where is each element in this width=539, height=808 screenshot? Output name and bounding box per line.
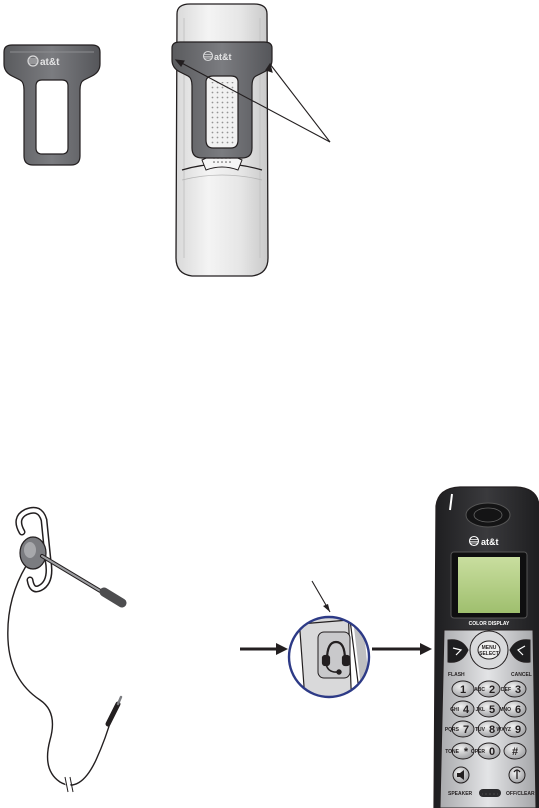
- keypad-key-body[interactable]: [451, 680, 475, 698]
- keypad-key-letters: PQRS: [445, 727, 460, 733]
- keypad-key-9[interactable]: WXYZ 9: [497, 720, 527, 738]
- keypad-key-pound[interactable]: #: [503, 742, 527, 760]
- back-vent: [213, 155, 231, 164]
- phone-back: at&t: [171, 3, 273, 277]
- keypad-key-digit: #: [512, 746, 518, 758]
- keypad-key-letters: TUV: [475, 727, 486, 733]
- arrow-jack-to-handset: [372, 643, 432, 655]
- keypad-key-letters: JKL: [476, 707, 485, 713]
- handset-brand-text: at&t: [481, 537, 499, 547]
- keypad-key-body[interactable]: [477, 680, 501, 698]
- keypad-key-digit: *: [464, 746, 469, 758]
- clip-notch-pointers: [174, 59, 331, 143]
- keypad-key-body[interactable]: [451, 742, 475, 760]
- color-display-label: COLOR DISPLAY: [469, 621, 510, 627]
- speaker-label: SPEAKER: [448, 791, 473, 797]
- keypad-key-digit: 3: [515, 684, 521, 696]
- end-button[interactable]: [509, 639, 531, 663]
- offclear-label: OFF/CLEAR: [506, 791, 535, 797]
- keypad-key-digit: 0: [489, 746, 495, 758]
- headset-plug: [105, 701, 121, 727]
- clip-logo: at&t: [27, 55, 60, 68]
- keypad-key-digit: 9: [515, 724, 521, 736]
- keypad-key-body[interactable]: [503, 720, 527, 738]
- arrow-headset-to-jack: [240, 643, 288, 655]
- phone-back-brand-text: at&t: [214, 52, 232, 62]
- flash-label: FLASH: [448, 672, 465, 678]
- keypad-key-body[interactable]: [451, 720, 475, 738]
- keypad-key-1[interactable]: 1: [451, 680, 475, 698]
- keypad-key-digit: 6: [515, 704, 521, 716]
- keypad-key-3[interactable]: DEF 3: [501, 680, 527, 698]
- keypad-key-digit: 7: [463, 724, 469, 736]
- keypad-key-2[interactable]: ABC 2: [474, 680, 501, 698]
- handset-screen: [458, 557, 520, 613]
- keypad-key-letters: MNO: [499, 707, 511, 713]
- keypad-key-5[interactable]: JKL 5: [476, 700, 501, 718]
- keypad-key-digit: 2: [489, 684, 495, 696]
- headset: [7, 506, 127, 793]
- headset-cord: [7, 565, 113, 786]
- keypad-key-digit: 8: [489, 724, 495, 736]
- keypad-key-letters: GHI: [450, 707, 460, 713]
- keypad-key-body[interactable]: [503, 680, 527, 698]
- keypad-key-body[interactable]: [477, 700, 501, 718]
- keypad-key-body[interactable]: [477, 742, 501, 760]
- keypad-key-digit: 1: [460, 684, 466, 696]
- menu-select-button[interactable]: [477, 640, 501, 660]
- talk-button[interactable]: [447, 639, 469, 663]
- handset-front: at&t COLOR DISPLAY MENU SELECT FLASH CAN…: [433, 486, 539, 808]
- keypad-key-body[interactable]: [451, 700, 475, 718]
- keypad-key-body[interactable]: [503, 742, 527, 760]
- cancel-label: CANCEL: [511, 672, 532, 678]
- handset-logo: at&t: [468, 535, 499, 547]
- keypad-key-digit: 4: [463, 704, 470, 716]
- keypad-key-letters: ABC: [474, 687, 485, 693]
- keypad-key-body[interactable]: [503, 700, 527, 718]
- keypad-key-6[interactable]: MNO 6: [499, 700, 527, 718]
- belt-clip: at&t: [3, 44, 101, 166]
- menu-label: MENU: [482, 645, 497, 651]
- mic-tip: [99, 587, 127, 608]
- keypad-key-letters: OPER: [471, 749, 486, 755]
- keypad-key-digit: 5: [489, 704, 495, 716]
- keypad-key-letters: TONE: [445, 749, 459, 755]
- keypad-key-star[interactable]: TONE *: [445, 742, 475, 760]
- clip-brand-text: at&t: [40, 57, 60, 68]
- keypad-key-body[interactable]: [477, 720, 501, 738]
- handset-earpiece: [465, 502, 511, 528]
- headset-jack-icon: [321, 640, 351, 675]
- keypad-key-letters: DEF: [501, 687, 511, 693]
- headset-jack-zoom: [287, 580, 371, 699]
- select-label: SELECT: [479, 651, 499, 657]
- keypad-key-letters: WXYZ: [497, 727, 511, 733]
